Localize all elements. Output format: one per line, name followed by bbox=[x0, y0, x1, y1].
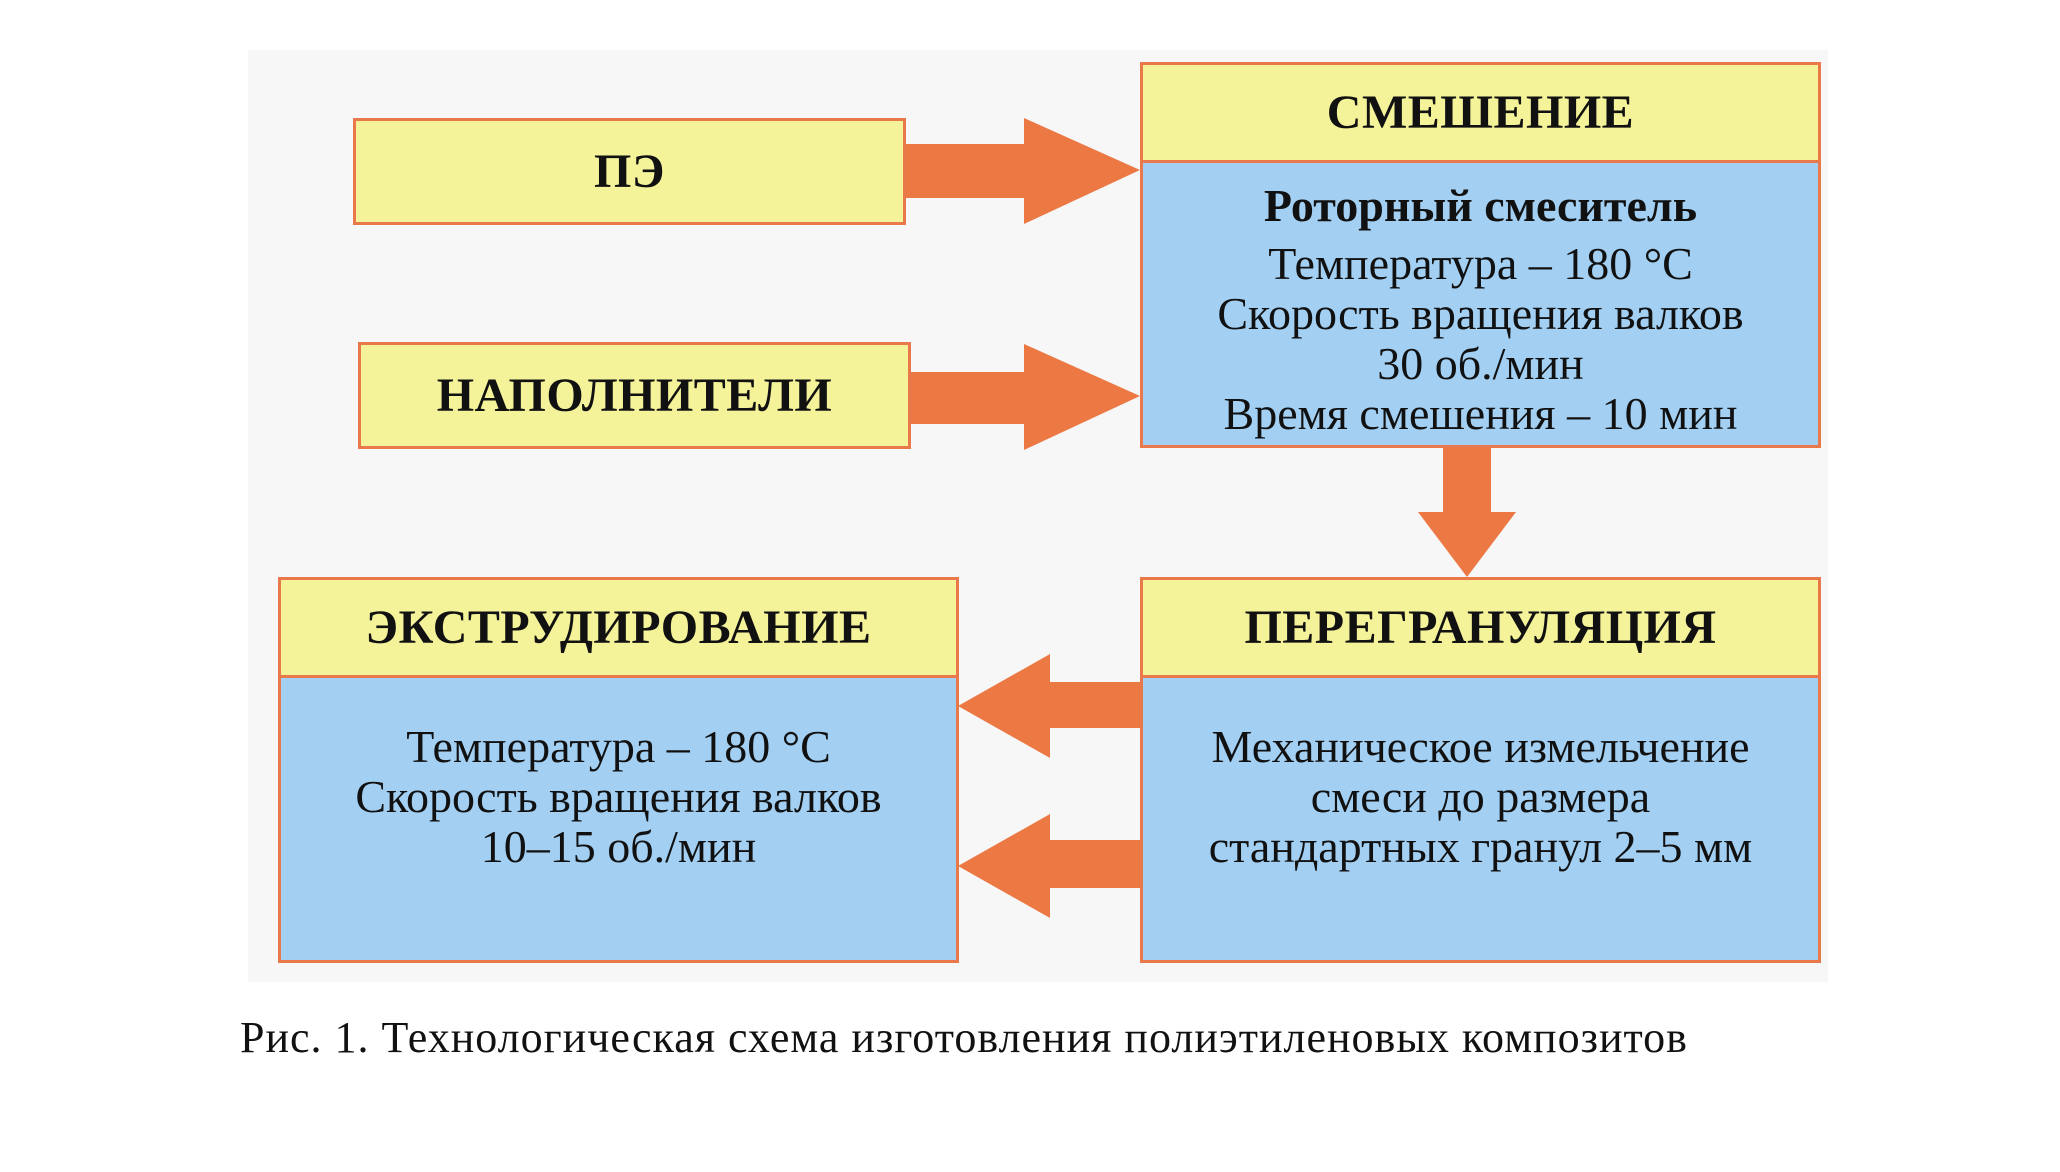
mixing-line: 30 об./мин bbox=[1377, 338, 1584, 389]
mixing-line: Температура – 180 °С bbox=[1268, 238, 1693, 289]
regranulation-panel: ПЕРЕГРАНУЛЯЦИЯ Механическое измельчение … bbox=[1140, 577, 1821, 963]
arrow-pe-to-mixing bbox=[904, 118, 1140, 224]
extrusion-title: ЭКСТРУДИРОВАНИЕ bbox=[365, 601, 872, 654]
regranulation-body: Механическое измельчение смеси до размер… bbox=[1143, 678, 1818, 960]
mixing-title: СМЕШЕНИЕ bbox=[1326, 86, 1635, 139]
fillers-box: НАПОЛНИТЕЛИ bbox=[358, 342, 911, 449]
mixing-header: СМЕШЕНИЕ bbox=[1143, 65, 1818, 163]
regranulation-line: смеси до размера bbox=[1310, 771, 1651, 822]
fillers-label: НАПОЛНИТЕЛИ bbox=[436, 369, 833, 422]
pe-label: ПЭ bbox=[594, 145, 665, 198]
regranulation-line: Механическое измельчение bbox=[1211, 721, 1750, 772]
arrow-fillers-to-mixing bbox=[908, 344, 1140, 450]
mixing-body: Роторный смеситель Температура – 180 °С … bbox=[1143, 163, 1818, 445]
arrow-regranulation-to-extrusion-bottom bbox=[958, 814, 1142, 918]
mixing-line: Время смешения – 10 мин bbox=[1223, 388, 1738, 439]
regranulation-header: ПЕРЕГРАНУЛЯЦИЯ bbox=[1143, 580, 1818, 678]
arrow-regranulation-to-extrusion-top bbox=[958, 654, 1142, 758]
extrusion-body: Температура – 180 °С Скорость вращения в… bbox=[281, 678, 956, 960]
mixing-panel: СМЕШЕНИЕ Роторный смеситель Температура … bbox=[1140, 62, 1821, 448]
extrusion-line: 10–15 об./мин bbox=[480, 821, 757, 872]
mixing-line: Скорость вращения валков bbox=[1217, 288, 1744, 339]
extrusion-line: Температура – 180 °С bbox=[406, 721, 831, 772]
extrusion-line: Скорость вращения валков bbox=[355, 771, 882, 822]
figure-caption: Рис. 1. Технологическая схема изготовлен… bbox=[240, 1013, 1688, 1062]
extrusion-header: ЭКСТРУДИРОВАНИЕ bbox=[281, 580, 956, 678]
regranulation-title: ПЕРЕГРАНУЛЯЦИЯ bbox=[1244, 601, 1717, 654]
regranulation-line: стандартных гранул 2–5 мм bbox=[1208, 821, 1753, 872]
pe-box: ПЭ bbox=[353, 118, 906, 225]
extrusion-panel: ЭКСТРУДИРОВАНИЕ Температура – 180 °С Ско… bbox=[278, 577, 959, 963]
arrow-mixing-to-regranulation bbox=[1418, 448, 1516, 577]
mixing-subtitle: Роторный смеситель bbox=[1263, 180, 1698, 231]
